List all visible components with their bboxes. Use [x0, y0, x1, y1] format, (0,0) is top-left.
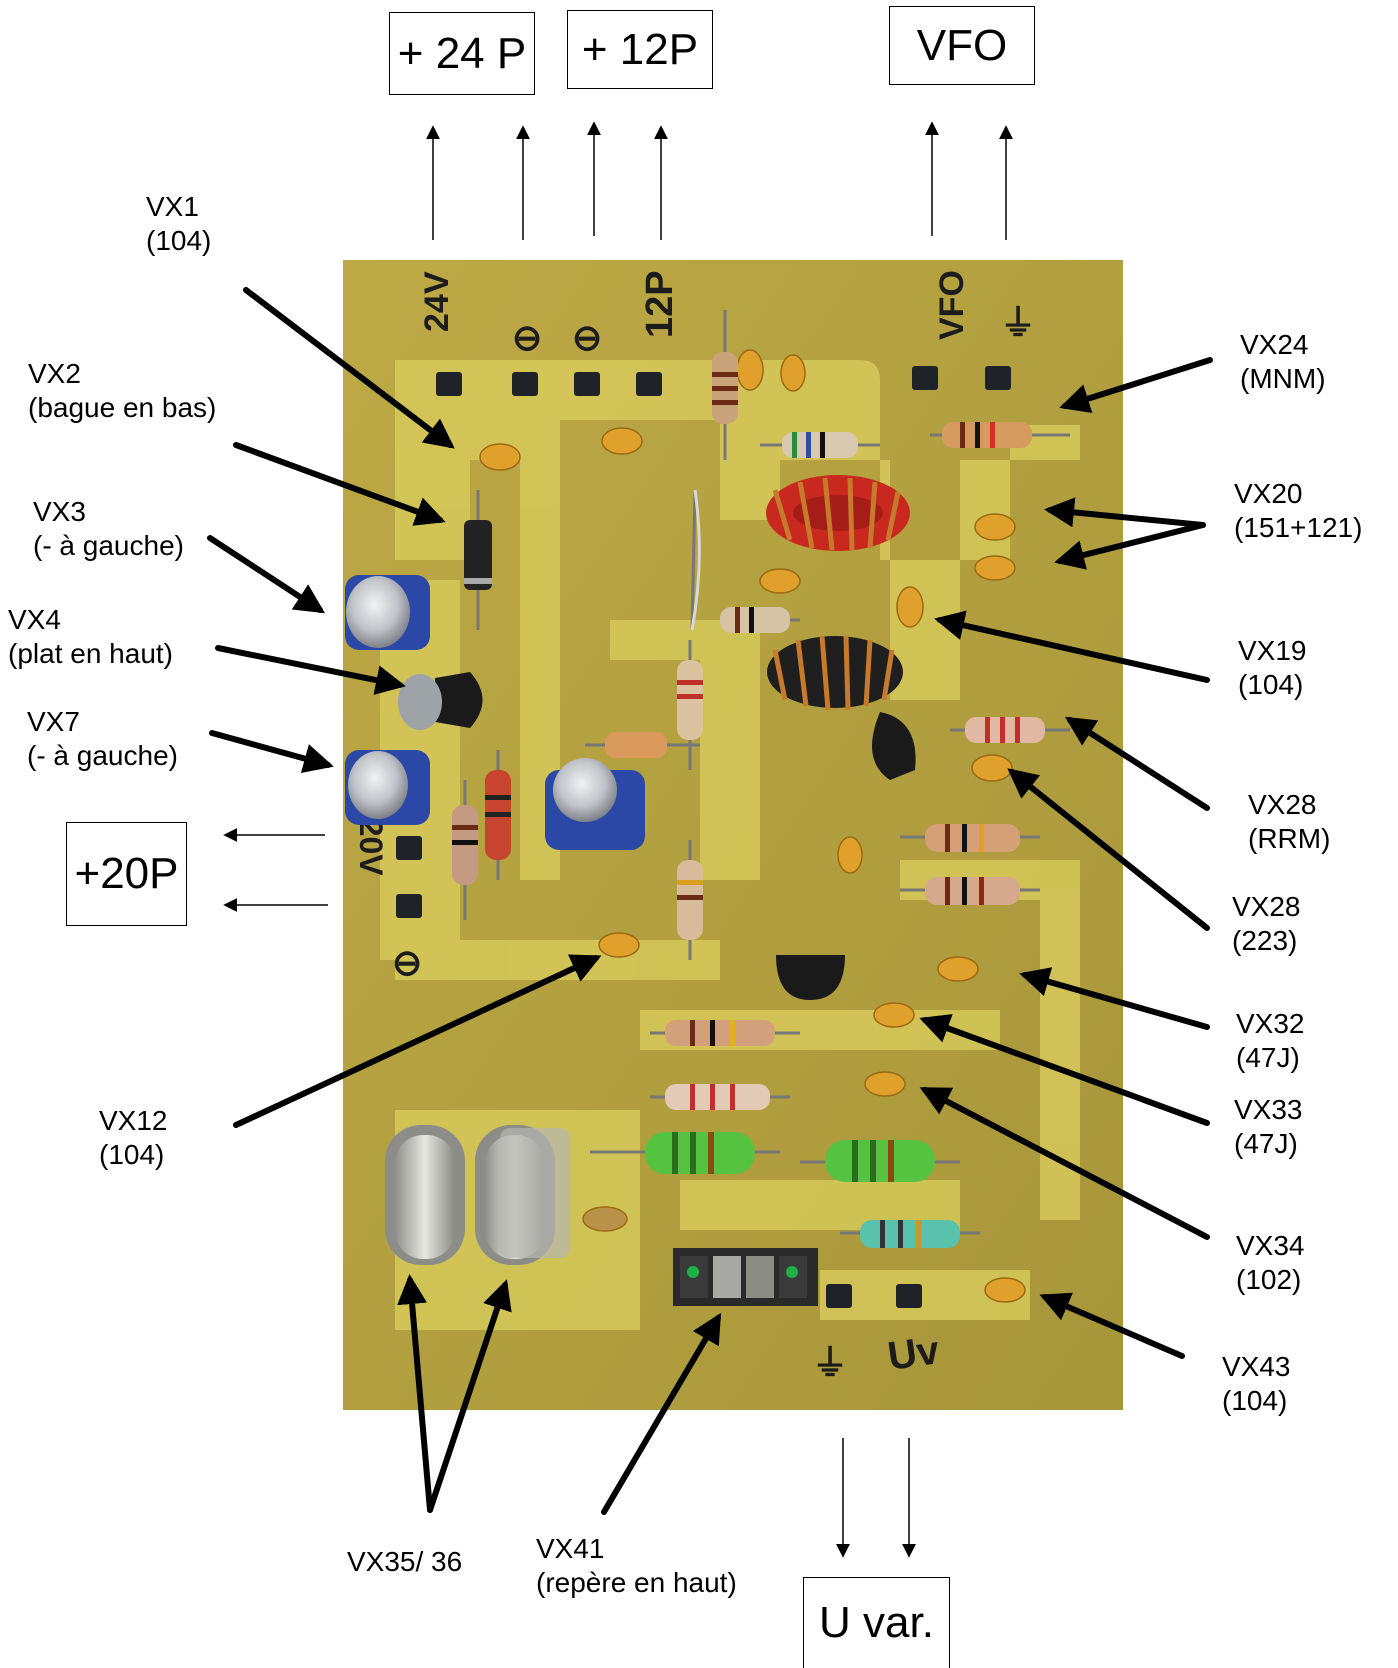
label-vx41-id: VX41	[536, 1533, 605, 1564]
label-vx7: VX7 (- à gauche)	[27, 705, 178, 773]
label-vx2-value: (bague en bas)	[28, 392, 217, 423]
label-vx32: VX32 (47J)	[1236, 1007, 1305, 1075]
toroid-coils	[766, 475, 910, 711]
label-vx35-36: VX35/ 36	[347, 1545, 462, 1579]
connector-20p-box: +20P	[66, 822, 187, 926]
label-vx3-id: VX3	[33, 496, 86, 527]
label-vx3-value: (- à gauche)	[33, 530, 184, 561]
label-vx4-value: (plat en haut)	[8, 638, 173, 669]
label-vx28-223-value: (223)	[1232, 925, 1298, 956]
marking-minus-2: ⊖	[572, 317, 602, 358]
label-vx34: VX34 (102)	[1236, 1229, 1305, 1297]
connector-vfo-box: VFO	[889, 6, 1035, 85]
label-vx34-id: VX34	[1236, 1230, 1305, 1261]
label-vx43: VX43 (104)	[1222, 1350, 1291, 1418]
label-vx24-id: VX24	[1240, 329, 1309, 360]
label-vx33: VX33 (47J)	[1234, 1093, 1303, 1161]
label-vx20-id: VX20	[1234, 478, 1303, 509]
label-vx12: VX12 (104)	[99, 1104, 168, 1172]
label-vx41-value: (repère en haut)	[536, 1567, 737, 1598]
label-vx3: VX3 (- à gauche)	[33, 495, 184, 563]
label-vx34-value: (102)	[1236, 1264, 1302, 1295]
label-vx7-value: (- à gauche)	[27, 740, 178, 771]
label-vx33-id: VX33	[1234, 1094, 1303, 1125]
marking-minus-3: ⊖	[392, 942, 422, 983]
label-vx43-value: (104)	[1222, 1385, 1288, 1416]
connector-24p-box: + 24 P	[389, 12, 535, 95]
label-vx19-id: VX19	[1238, 635, 1307, 666]
marking-ground-top: ⏚	[1000, 302, 1036, 343]
label-vx33-value: (47J)	[1234, 1128, 1298, 1159]
connector-12p-box: + 12P	[567, 10, 713, 89]
label-vx28-rrm: VX28 (RRM)	[1248, 788, 1330, 856]
marking-minus-1: ⊖	[512, 317, 542, 358]
connector-pins	[396, 366, 1011, 1308]
label-vx12-value: (104)	[99, 1139, 165, 1170]
trimmer-array	[673, 1248, 818, 1306]
label-vx7-id: VX7	[27, 706, 80, 737]
label-vx32-value: (47J)	[1236, 1042, 1300, 1073]
ceramic-capacitors	[479, 349, 1026, 1303]
label-vx19: VX19 (104)	[1238, 634, 1307, 702]
rf-chokes	[590, 1132, 960, 1182]
marking-24v: 24V	[418, 271, 456, 332]
resistors	[452, 310, 1070, 1248]
label-vx32-id: VX32	[1236, 1008, 1305, 1039]
label-vx2-id: VX2	[28, 358, 81, 389]
label-vx43-id: VX43	[1222, 1351, 1291, 1382]
marking-uv: Uv	[885, 1328, 943, 1379]
label-vx28-rrm-value: (RRM)	[1248, 823, 1331, 854]
label-vx41: VX41 (repère en haut)	[536, 1532, 737, 1600]
marking-12p: 12P	[639, 270, 681, 338]
label-vx19-value: (104)	[1238, 669, 1304, 700]
label-vx28-223: VX28 (223)	[1232, 890, 1301, 958]
marking-vfo: VFO	[933, 270, 971, 340]
transistors	[398, 672, 916, 1000]
label-vx1-value: (104)	[146, 225, 212, 256]
label-vx24-value: (MNM)	[1240, 363, 1326, 394]
label-vx2: VX2 (bague en bas)	[28, 357, 216, 425]
label-vx28-223-id: VX28	[1232, 891, 1301, 922]
diodes	[464, 490, 700, 758]
marking-ground-bottom: ⏚	[812, 1342, 848, 1383]
label-vx1: VX1 (104)	[146, 190, 211, 258]
connector-arrows	[223, 121, 1013, 1558]
label-vx20: VX20 (151+121)	[1234, 477, 1362, 545]
label-vx24: VX24 (MNM)	[1240, 328, 1326, 396]
callout-arrows	[207, 287, 1213, 1515]
label-vx1-id: VX1	[146, 191, 199, 222]
label-vx35-36-id: VX35/ 36	[347, 1546, 463, 1577]
crystals	[385, 1125, 570, 1265]
label-vx28-rrm-id: VX28	[1248, 789, 1317, 820]
label-vx12-id: VX12	[99, 1105, 168, 1136]
label-vx4-id: VX4	[8, 604, 61, 635]
label-vx4: VX4 (plat en haut)	[8, 603, 173, 671]
connector-uvar-box: U var.	[803, 1577, 950, 1668]
electrolytic-capacitors	[345, 575, 645, 850]
label-vx20-value: (151+121)	[1234, 512, 1363, 543]
